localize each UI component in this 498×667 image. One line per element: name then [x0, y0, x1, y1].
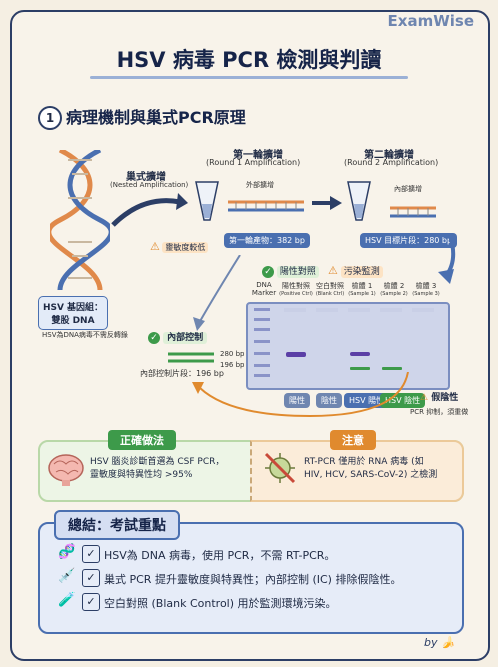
- pipette-icon: 💉: [58, 568, 76, 584]
- result-positive: 陽性: [284, 393, 310, 408]
- tube-icon: [195, 181, 219, 221]
- positive-control-tag: ✓ 陽性對照: [262, 264, 319, 278]
- round2-subtitle: (Round 2 Amplification): [344, 158, 439, 167]
- false-negative-text: 假陰性: [431, 393, 459, 403]
- caution-text: RT-PCR 僅用於 RNA 病毒 (如 HIV, HCV, SARS-CoV-…: [304, 456, 437, 482]
- checkbox-icon: ✓: [82, 545, 100, 563]
- warning-icon-3: ⚠: [420, 393, 429, 403]
- round2-product: HSV 目標片段：280 bp: [360, 233, 458, 248]
- false-negative-tag: ⚠ 假陰性: [420, 390, 458, 403]
- nested-title: 巢式擴增: [126, 172, 166, 183]
- gel-image: [246, 302, 450, 390]
- summary-title: 總結：考試重點: [54, 510, 180, 540]
- internal-control-tag: ✓ 內部控制: [148, 330, 208, 344]
- checkbox-icon: ✓: [82, 593, 100, 611]
- brand-logo: ExamWise: [387, 12, 474, 30]
- brain-icon: [48, 454, 84, 486]
- warning-icon-2: ⚠: [328, 264, 338, 277]
- tube2-icon: [347, 181, 371, 221]
- ic-amplicon-icon: [168, 352, 214, 363]
- test-tube-icon: 🧪: [58, 592, 76, 608]
- down-arrow-icon: [438, 236, 456, 284]
- curved-arrow-icon: [111, 193, 188, 227]
- lane-header: 空白對照(Blank Ctrl): [315, 282, 345, 297]
- dna-helix-icon: [50, 150, 110, 290]
- signature-text: by: [424, 636, 438, 649]
- dna-icon: 🧬: [58, 544, 76, 560]
- genome-label: HSV 基因組： 雙股 DNA: [38, 296, 108, 330]
- summary-item-2: 巢式 PCR 提升靈敏度與特異性；內部控制 (IC) 排除假陰性。: [104, 573, 402, 586]
- nested-subtitle: (Nested Amplification): [110, 181, 189, 189]
- contamination-text: 污染監測: [340, 266, 383, 278]
- lane-header: 檢體 2(Sample 2): [380, 282, 408, 297]
- summary-card: [38, 522, 464, 634]
- round2-primer: 內部擴增: [394, 185, 422, 193]
- lane-header: 檢體 3(Sample 3): [412, 282, 440, 297]
- result-hsv-positive: HSV 陽性: [344, 393, 390, 408]
- genome-note: HSV為DNA病毒不需反轉錄: [42, 331, 128, 339]
- amplicon-icon: [228, 200, 304, 212]
- feedback-arrow-icon: [192, 372, 409, 418]
- false-negative-note: PCR 抑制，須重做: [410, 408, 469, 416]
- positive-control-text: 陽性對照: [276, 266, 319, 278]
- summary-item-3: 空白對照 (Blank Control) 用於監測環境污染。: [104, 597, 337, 610]
- lane-header: 檢體 1(Sample 1): [348, 282, 376, 297]
- curved-arrow-left-icon: [193, 255, 241, 331]
- size-label-196: 196 bp: [220, 361, 245, 369]
- round1-product: 第一輪產物：382 bp: [224, 233, 310, 248]
- result-hsv-negative: HSV 陰性: [380, 393, 426, 408]
- section-title: 病理機制與巢式PCR原理: [66, 108, 246, 127]
- signature: by 🍌: [424, 636, 455, 649]
- summary-item-1: HSV為 DNA 病毒，使用 PCR，不需 RT-PCR。: [104, 549, 336, 562]
- round1-subtitle: (Round 1 Amplification): [206, 158, 301, 167]
- internal-control-fragment: 內部控制片段：196 bp: [140, 369, 224, 378]
- contamination-tag: ⚠ 污染監測: [328, 264, 383, 278]
- size-label-280: 280 bp: [220, 350, 245, 358]
- page-title: HSV 病毒 PCR 檢測與判讀: [116, 48, 382, 72]
- gel-bands: [254, 308, 434, 377]
- section-number: 1: [38, 106, 62, 130]
- genome-label-line1: HSV 基因組：: [42, 303, 104, 313]
- round2-title: 第二輪擴增: [364, 150, 414, 161]
- round1-warning: ⚠ 靈敏度較低: [150, 240, 209, 253]
- round1-primer: 外部擴增: [246, 181, 274, 189]
- checkbox-icon: ✓: [82, 569, 100, 587]
- correct-text-line1: HSV 腦炎診斷首選為 CSF PCR，: [90, 457, 225, 467]
- check-icon: ✓: [148, 332, 160, 344]
- correct-tag: 正確做法: [108, 430, 176, 450]
- right-arrow-icon: [312, 196, 342, 210]
- check-icon-2: ✓: [262, 266, 274, 278]
- correct-text-line2: 靈敏度與特異性均 >95%: [90, 470, 193, 480]
- round1-title: 第一輪擴增: [233, 150, 283, 161]
- caution-tag: 注意: [330, 430, 376, 450]
- internal-control-label: 內部控制: [163, 332, 208, 344]
- caution-text-line1: RT-PCR 僅用於 RNA 病毒 (如: [304, 457, 424, 467]
- correct-text: HSV 腦炎診斷首選為 CSF PCR， 靈敏度與特異性均 >95%: [90, 456, 224, 482]
- no-virus-icon: [264, 452, 296, 484]
- result-negative: 陰性: [316, 393, 342, 408]
- title-underline: [90, 76, 408, 79]
- banana-icon: 🍌: [441, 636, 455, 649]
- lane-header: 陽性對照(Positive Ctrl): [279, 282, 313, 297]
- caution-text-line2: HIV, HCV, SARS-CoV-2) 之檢測: [304, 470, 438, 480]
- genome-label-line2: 雙股 DNA: [51, 316, 95, 326]
- round1-warning-text: 靈敏度較低: [162, 242, 209, 253]
- warning-icon: ⚠: [150, 240, 160, 253]
- target-amplicon-icon: [390, 206, 436, 218]
